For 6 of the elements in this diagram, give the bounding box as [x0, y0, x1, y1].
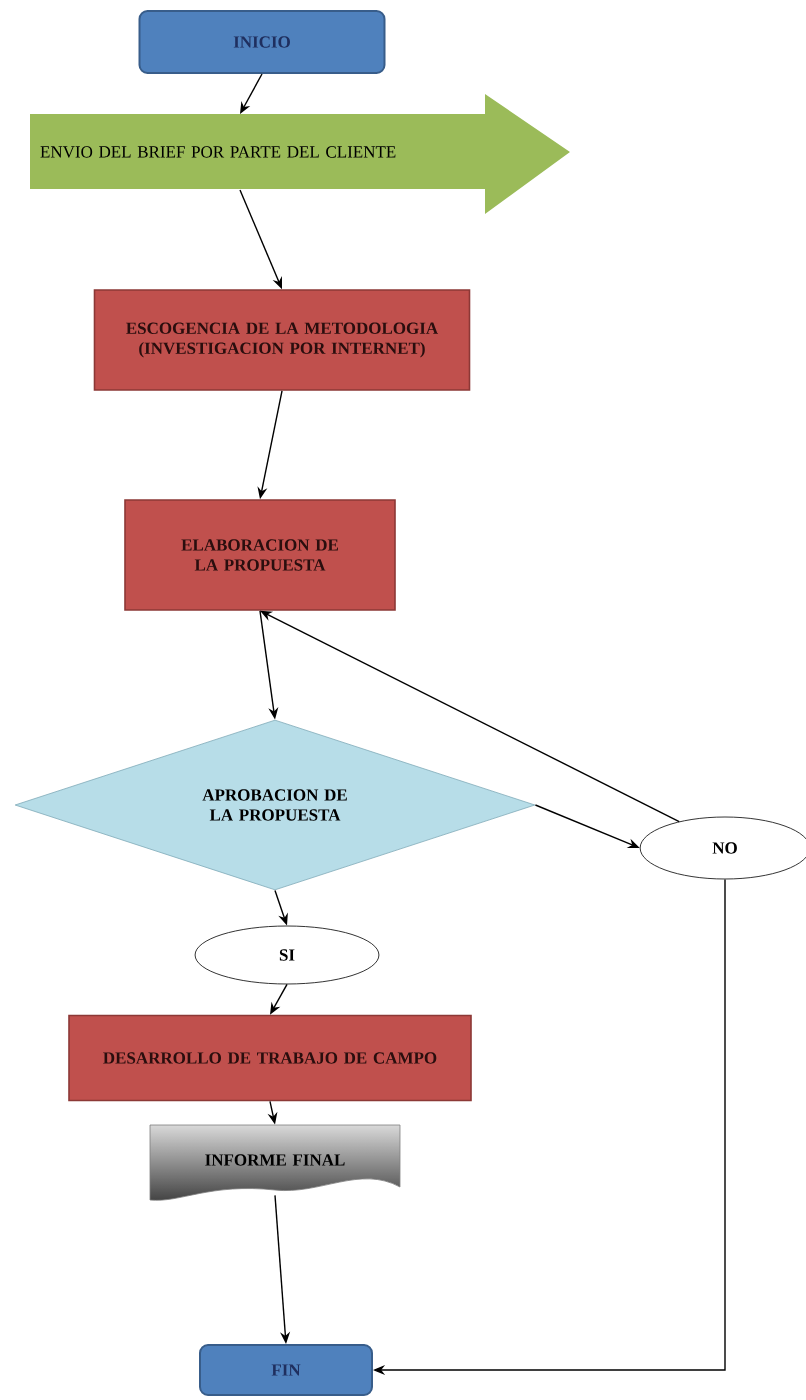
terminal-box: FIN — [199, 1344, 373, 1396]
process-box: ESCOGENCIA DE LA METODOLOGIA (INVESTIGACION POR INTERNET) — [93, 289, 471, 391]
terminal-box: INICIO — [138, 10, 386, 74]
process-box: ELABORACION DE LA PROPUESTA — [124, 499, 396, 611]
arrow — [260, 610, 680, 823]
process-box: DESARROLLO DE TRABAJO DE CAMPO — [68, 1014, 472, 1102]
